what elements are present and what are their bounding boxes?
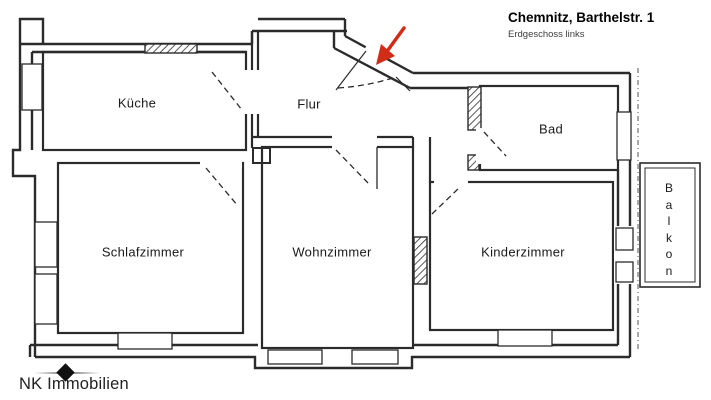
- agency-name: NK Immobilien: [19, 375, 129, 393]
- room-label-schlafzimmer: Schlafzimmer: [101, 244, 185, 260]
- room-label-bad: Bad: [538, 121, 564, 137]
- page-subtitle: Erdgeschoss links: [508, 29, 585, 40]
- room-label-kinderzimmer: Kinderzimmer: [481, 244, 565, 260]
- room-label-wohnzimmer: Wohnzimmer: [292, 244, 372, 260]
- room-label-kueche: Küche: [117, 95, 157, 111]
- room-label-flur: Flur: [297, 96, 321, 112]
- outer-walls: [11, 17, 632, 370]
- title-block: Chemnitz, Barthelstr. 1 Erdgeschoss link…: [508, 10, 654, 40]
- door-swings: [205, 50, 507, 215]
- red-arrow-icon: [376, 26, 406, 65]
- room-walls: [41, 31, 620, 350]
- page-title: Chemnitz, Barthelstr. 1: [508, 10, 655, 25]
- windows: [21, 63, 634, 365]
- balcony-outline: [639, 162, 701, 288]
